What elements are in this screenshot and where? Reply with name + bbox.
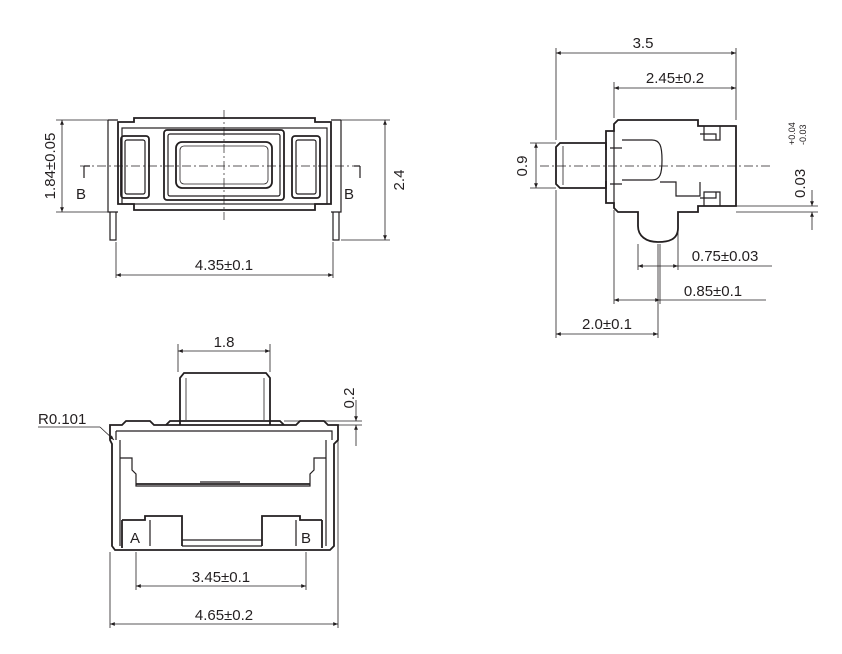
side-view-button-label: 0.9 xyxy=(514,156,531,177)
side-view-dim-b-label: 0.85±0.1 xyxy=(684,283,742,300)
pad-a-label: A xyxy=(130,530,140,547)
front-view-step-label: 0.2 xyxy=(341,388,358,409)
top-view-width-label: 4.35±0.1 xyxy=(195,257,253,274)
front-view-radius-label: R0.101 xyxy=(38,411,86,428)
front-view-button-label: 1.8 xyxy=(214,334,235,351)
side-view-total-label: 3.5 xyxy=(633,35,654,52)
top-view xyxy=(56,110,390,278)
side-view-tol-plus-label: +0.04 xyxy=(787,122,797,145)
pad-b-label: B xyxy=(301,530,311,547)
top-view-height-label: 2.4 xyxy=(391,170,408,191)
side-view-body-label: 2.45±0.2 xyxy=(646,70,704,87)
side-view-dim-a-label: 0.75±0.03 xyxy=(692,248,759,265)
front-view xyxy=(38,344,362,628)
front-view-pads-label: 3.45±0.1 xyxy=(192,569,250,586)
side-view-tol-base-label: 0.03 xyxy=(792,169,809,198)
side-view xyxy=(530,48,818,338)
side-view-dim-c-label: 2.0±0.1 xyxy=(582,316,632,333)
top-view-height-left-label: 1.84±0.05 xyxy=(42,133,59,200)
side-view-tol-minus-label: -0.03 xyxy=(798,124,808,145)
front-view-width-label: 4.65±0.2 xyxy=(195,607,253,624)
section-marker-right: B xyxy=(344,186,354,203)
section-marker-left: B xyxy=(76,186,86,203)
